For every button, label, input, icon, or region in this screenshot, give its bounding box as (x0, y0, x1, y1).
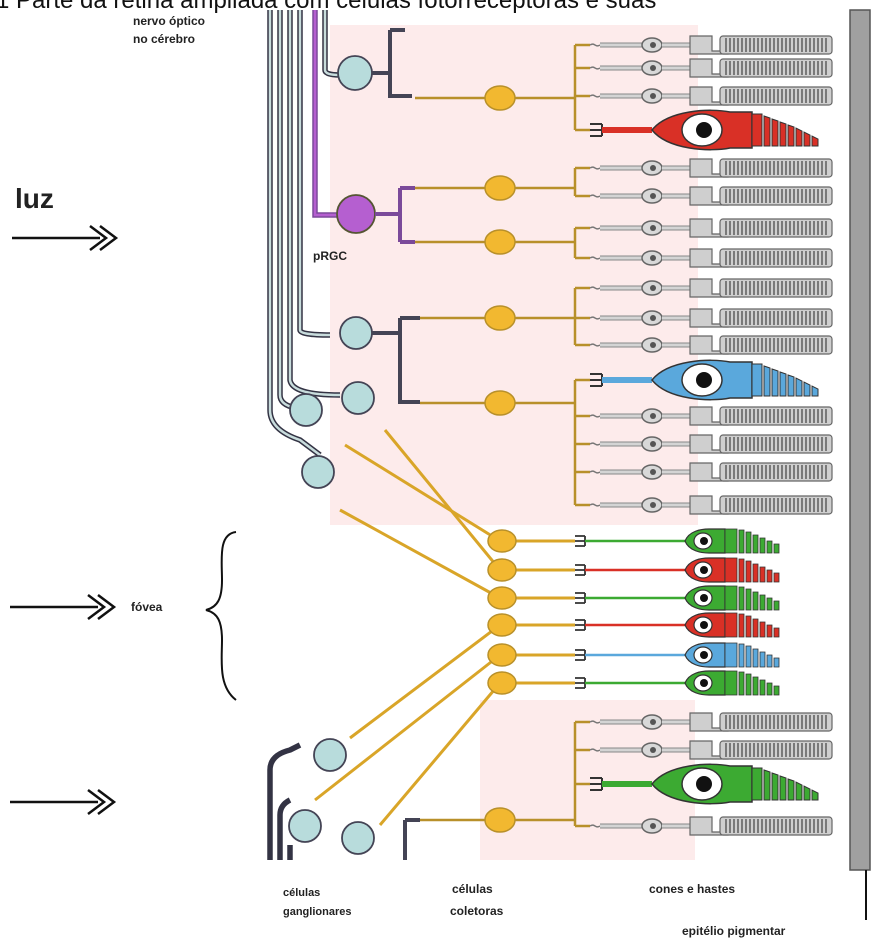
label-optic-nerve-line2: no cérebro (133, 30, 195, 48)
label-optic-nerve-line1: nervo óptico (133, 12, 205, 30)
optic-nerve-fibers-inner (270, 10, 340, 455)
label-photoreceptors: cones e hastes (649, 880, 735, 898)
fovea-cones (575, 529, 779, 695)
label-bipolar-line2: coletoras (450, 902, 503, 920)
label-pigment-epithelium: epitélio pigmentar (682, 922, 785, 940)
label-ganglion-line2: ganglionares (283, 903, 351, 921)
pigment-epithelium (850, 10, 870, 870)
arrow-right-icon (12, 226, 116, 250)
diagram-title: 1 Parte da retina ampliada com células f… (0, 0, 656, 15)
label-bipolar-line1: células (452, 880, 493, 898)
label-prgc: pRGC (313, 247, 347, 265)
arrow-right-icon (10, 790, 114, 814)
label-ganglion-line1: células (283, 884, 320, 902)
fovea-bipolar-somas (488, 530, 516, 694)
arrow-right-icon (10, 595, 114, 619)
label-light: luz (15, 183, 54, 215)
curly-brace-icon (206, 532, 236, 700)
label-fovea: fóvea (131, 598, 162, 616)
